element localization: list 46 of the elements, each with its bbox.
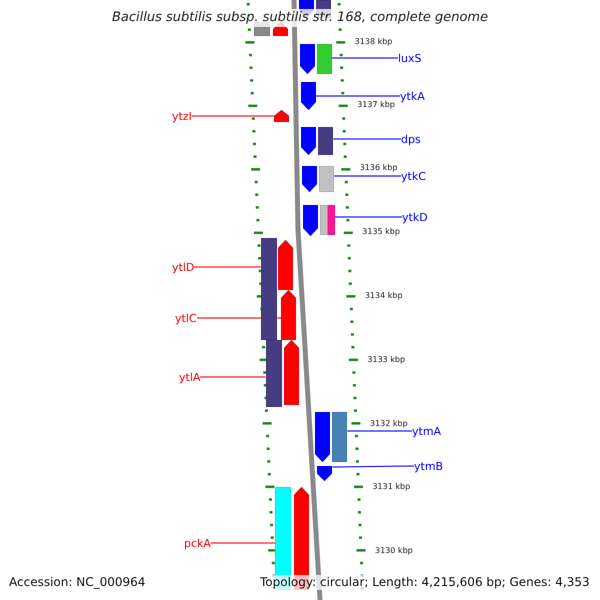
gene-label: ytmB xyxy=(414,460,444,472)
gene-block xyxy=(300,82,316,110)
gene-block xyxy=(284,340,300,405)
gene-block xyxy=(302,166,318,192)
gene-block xyxy=(332,412,348,462)
gene-label: ytzI xyxy=(172,110,192,122)
leader-line xyxy=(194,266,261,268)
gene-label: pckA xyxy=(184,536,211,550)
gene-label: dps xyxy=(401,132,421,146)
footer-text: Accession: NC_000964 xyxy=(9,575,146,590)
gene-label: ytlA xyxy=(179,370,200,384)
gene-block xyxy=(302,205,318,236)
footer-text: Topology: circular; Length: 4,215,606 bp; Genes: 4,353 xyxy=(260,575,590,590)
leader-line xyxy=(200,376,266,378)
gene-label: luxS xyxy=(398,52,422,64)
gene-label: ytmA xyxy=(412,424,442,438)
leader-line xyxy=(210,542,276,544)
gene-block xyxy=(317,466,332,481)
gene-block xyxy=(274,110,290,122)
tick-label: 3133 kbp xyxy=(367,355,406,365)
tick-label: 3131 kbp xyxy=(372,482,410,492)
tick-label: 3136 kbp xyxy=(360,163,398,173)
gene-block xyxy=(319,166,334,192)
gene-block xyxy=(317,44,332,74)
tick-label: 3134 kbp xyxy=(364,291,403,301)
gene-label: ytkA xyxy=(400,90,425,102)
tick-label: 3135 kbp xyxy=(362,227,400,237)
leader-line xyxy=(332,466,414,468)
tick-label: 3137 kbp xyxy=(357,100,395,110)
gene-label: ytlD xyxy=(172,260,194,274)
gene-block xyxy=(266,340,282,407)
gene-block xyxy=(301,127,316,155)
gene-block xyxy=(315,412,330,462)
gene-block xyxy=(320,205,335,235)
leader-line xyxy=(334,216,402,218)
gene-label: ytlC xyxy=(175,312,197,324)
tick-label: 3130 kbp xyxy=(375,546,413,556)
tick-label: 3132 kbp xyxy=(370,419,408,429)
gene-block xyxy=(300,44,316,74)
tick-label: 3138 kbp xyxy=(354,37,392,47)
gene-block xyxy=(281,290,296,340)
gene-block xyxy=(318,127,334,155)
leader-line xyxy=(332,138,402,140)
leader-line xyxy=(346,430,412,432)
gene-label: ytkC xyxy=(401,170,426,182)
gene-label: ytkD xyxy=(402,210,428,224)
